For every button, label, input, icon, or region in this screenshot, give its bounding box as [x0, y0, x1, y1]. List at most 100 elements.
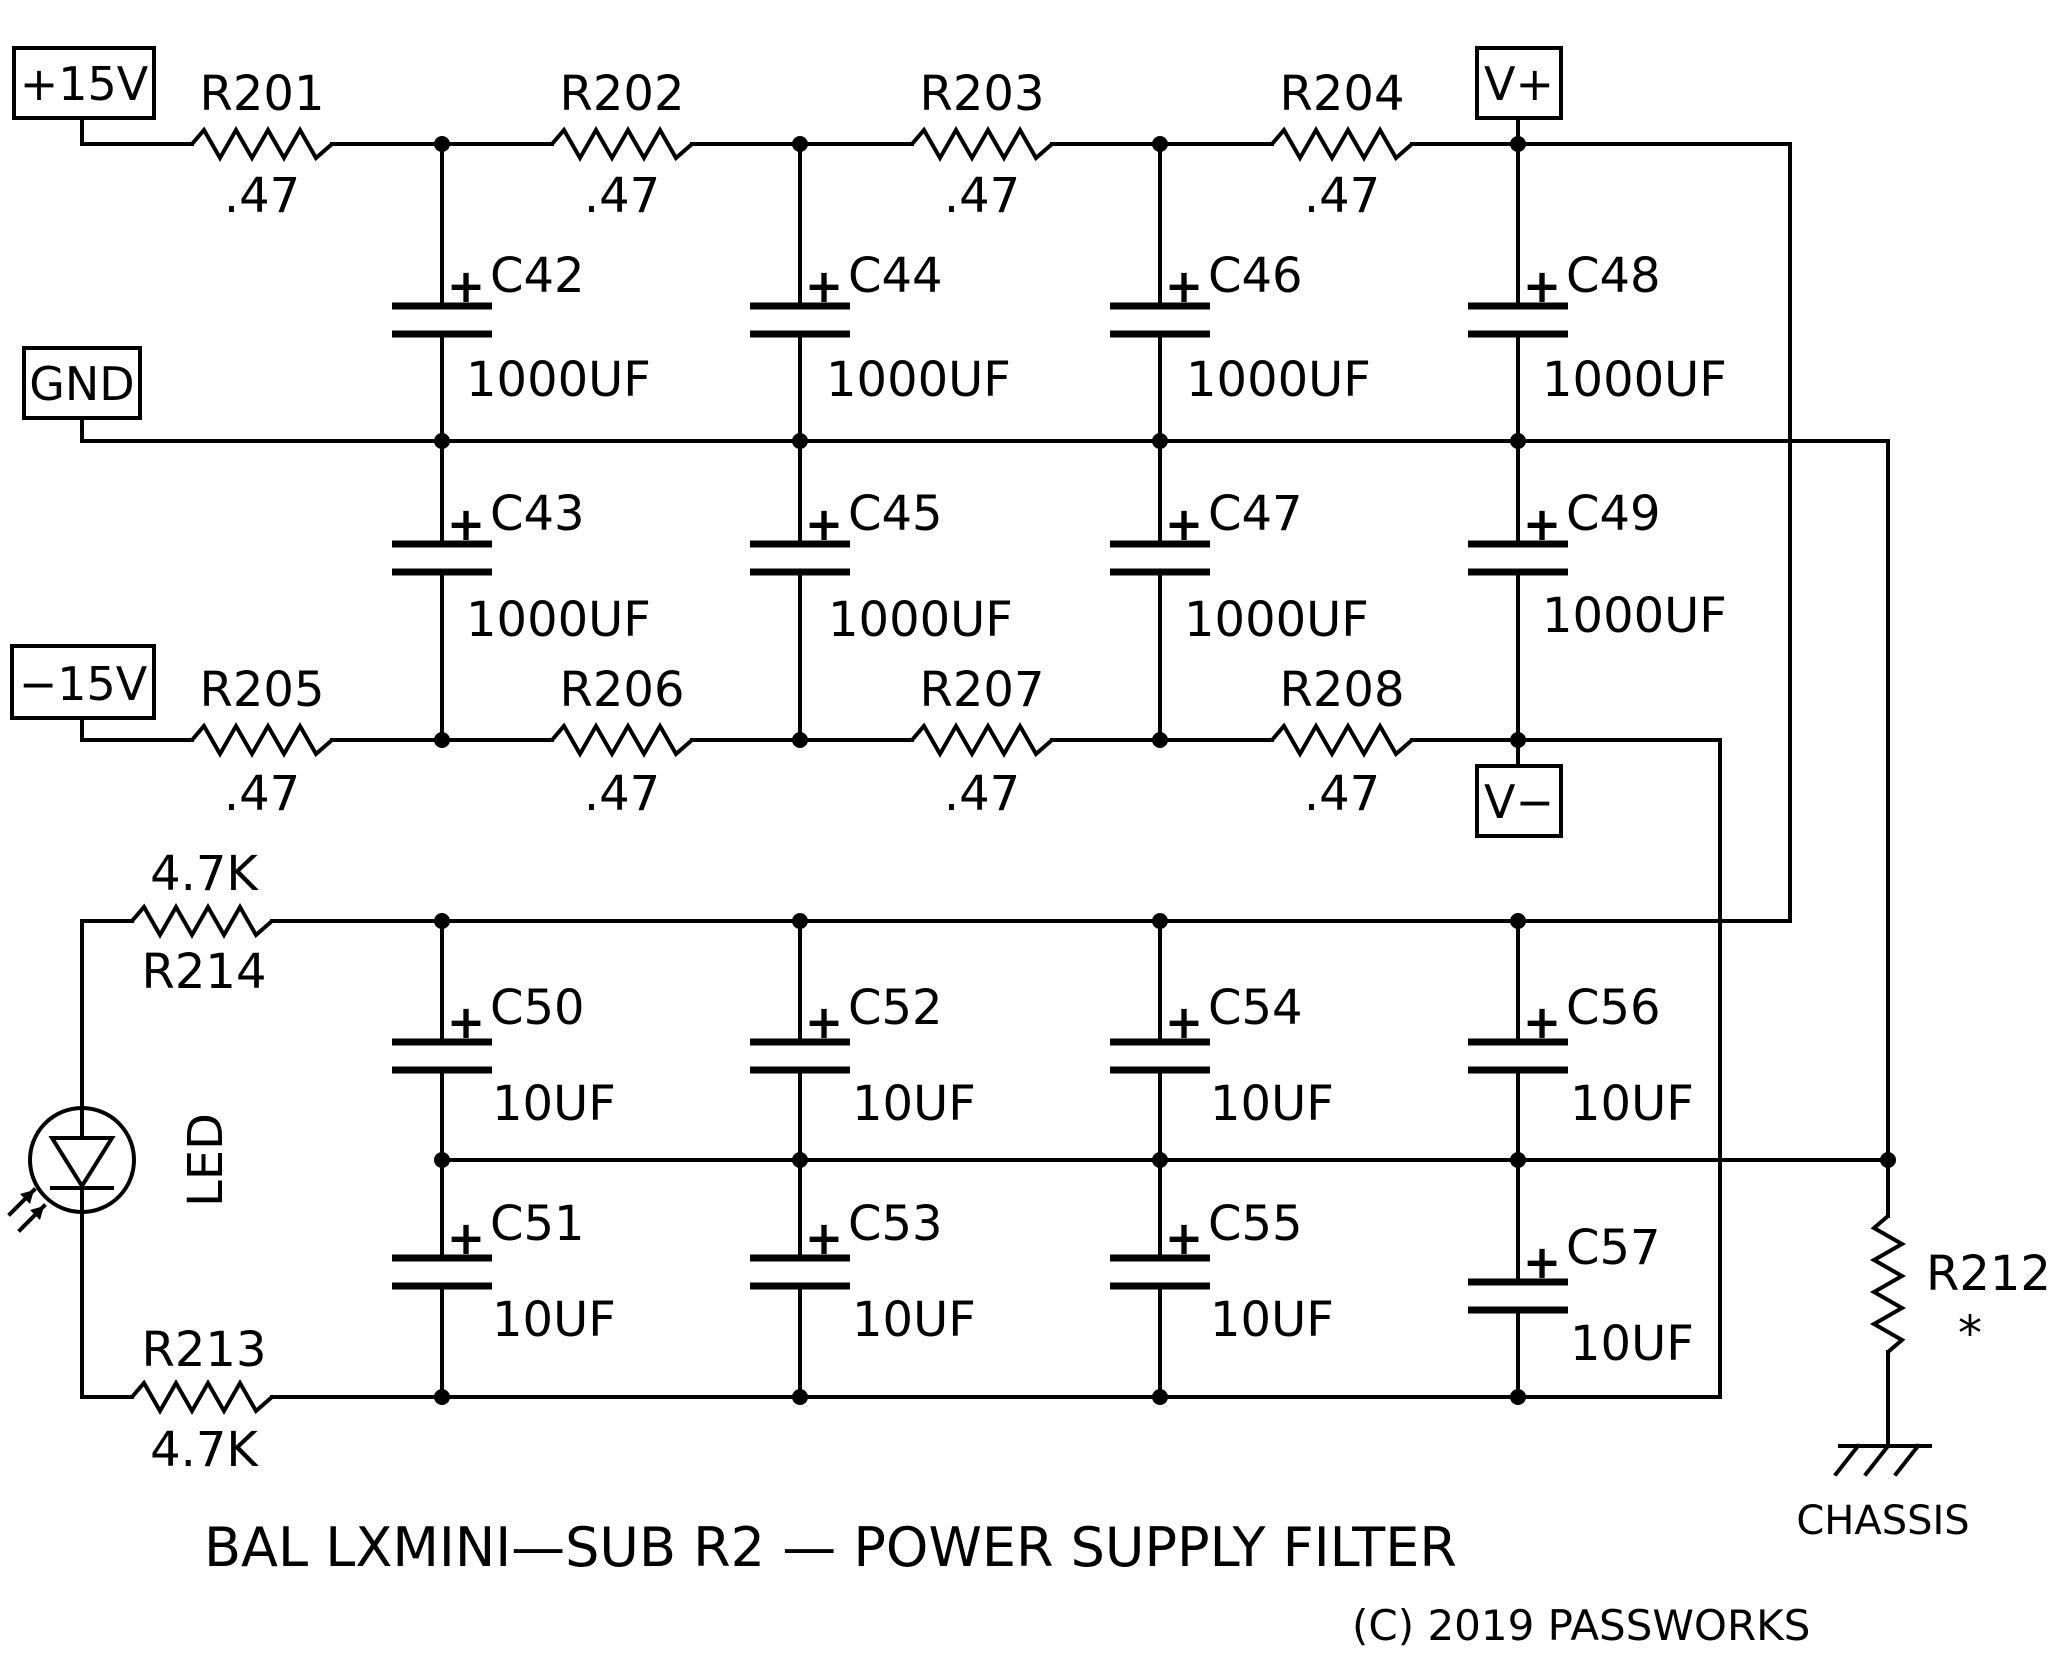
capacitor-c56: [1468, 1038, 1568, 1074]
c57-name: C57: [1566, 1220, 1661, 1276]
c57-value: 10UF: [1570, 1316, 1694, 1372]
capacitor-c46: [1110, 302, 1210, 338]
r212-value: *: [1958, 1306, 1982, 1362]
port-vminus: V−: [1475, 764, 1563, 838]
wires: [80, 116, 1890, 1448]
r206-name: R206: [560, 662, 685, 718]
resistor-r203: [910, 125, 1054, 163]
port-label: +15V: [20, 57, 149, 111]
c55-plus: +: [1165, 1211, 1204, 1265]
capacitor-c44: [750, 302, 850, 338]
c48-name: C48: [1566, 248, 1661, 304]
capacitor-c48: [1468, 302, 1568, 338]
capacitor-c57: [1468, 1278, 1568, 1314]
port-vplus: V+: [1475, 46, 1563, 120]
c46-value: 1000UF: [1186, 352, 1371, 408]
resistor-r208: [1270, 721, 1414, 759]
c47-plus: +: [1165, 497, 1204, 551]
c43-name: C43: [490, 486, 585, 542]
r214-value: 4.7K: [150, 846, 259, 902]
chassis-ground-icon: [1833, 1443, 1932, 1477]
capacitor-c54: [1110, 1038, 1210, 1074]
r208-value: .47: [1304, 766, 1380, 822]
c57-plus: +: [1523, 1235, 1562, 1289]
r207-name: R207: [920, 662, 1045, 718]
capacitor-c47: [1110, 540, 1210, 576]
c42-plus: +: [447, 259, 486, 313]
diagram-title: BAL LXMINI—SUB R2 — POWER SUPPLY FILTER: [204, 1516, 1457, 1579]
resistor-r212: [1869, 1214, 1907, 1354]
capacitor-c50: [392, 1038, 492, 1074]
capacitor-c52: [750, 1038, 850, 1074]
c45-plus: +: [805, 497, 844, 551]
resistor-r214: [130, 902, 274, 940]
c55-value: 10UF: [1210, 1292, 1334, 1348]
c43-value: 1000UF: [466, 592, 651, 648]
c50-name: C50: [490, 980, 585, 1036]
c52-plus: +: [805, 995, 844, 1049]
resistor-symbols: [130, 125, 1907, 1416]
c47-name: C47: [1208, 486, 1303, 542]
c50-value: 10UF: [492, 1076, 616, 1132]
c54-plus: +: [1165, 995, 1204, 1049]
c45-name: C45: [848, 486, 943, 542]
port-label: V−: [1484, 775, 1554, 829]
c56-name: C56: [1566, 980, 1661, 1036]
c51-value: 10UF: [492, 1292, 616, 1348]
c51-plus: +: [447, 1211, 486, 1265]
copyright-notice: (C) 2019 PASSWORKS: [1352, 1601, 1810, 1650]
c44-plus: +: [805, 259, 844, 313]
c54-name: C54: [1208, 980, 1303, 1036]
capacitor-c43: [392, 540, 492, 576]
port-label: −15V: [19, 657, 148, 711]
led-symbol: [7, 1104, 136, 1233]
r206-value: .47: [584, 766, 660, 822]
junction-dots: [434, 136, 1896, 1405]
port-label: GND: [29, 357, 134, 411]
c52-name: C52: [848, 980, 943, 1036]
c46-plus: +: [1165, 259, 1204, 313]
c49-name: C49: [1566, 486, 1661, 542]
resistor-r205: [190, 721, 334, 759]
c53-value: 10UF: [852, 1292, 976, 1348]
capacitor-c45: [750, 540, 850, 576]
capacitor-c55: [1110, 1254, 1210, 1290]
c52-value: 10UF: [852, 1076, 976, 1132]
chassis-label: CHASSIS: [1796, 1498, 1969, 1544]
port-label: V+: [1484, 57, 1554, 111]
r207-value: .47: [944, 766, 1020, 822]
r214-name: R214: [142, 944, 267, 1000]
r201-name: R201: [200, 66, 325, 122]
c42-value: 1000UF: [466, 352, 651, 408]
c53-name: C53: [848, 1196, 943, 1252]
r203-name: R203: [920, 66, 1045, 122]
c53-plus: +: [805, 1211, 844, 1265]
port-minus-15v: −15V: [10, 644, 156, 720]
r204-value: .47: [1304, 168, 1380, 224]
resistor-r213: [130, 1378, 274, 1416]
c43-plus: +: [447, 497, 486, 551]
r202-name: R202: [560, 66, 685, 122]
resistor-r204: [1270, 125, 1414, 163]
c44-value: 1000UF: [826, 352, 1011, 408]
r208-name: R208: [1280, 662, 1405, 718]
resistor-r207: [910, 721, 1054, 759]
c49-value: 1000UF: [1542, 588, 1727, 644]
c55-name: C55: [1208, 1196, 1303, 1252]
capacitor-c49: [1468, 540, 1568, 576]
c46-name: C46: [1208, 248, 1303, 304]
c54-value: 10UF: [1210, 1076, 1334, 1132]
r204-name: R204: [1280, 66, 1405, 122]
c45-value: 1000UF: [828, 592, 1013, 648]
capacitor-c42: [392, 302, 492, 338]
c56-plus: +: [1523, 995, 1562, 1049]
c49-plus: +: [1523, 497, 1562, 551]
r205-value: .47: [224, 766, 300, 822]
r213-value: 4.7K: [150, 1422, 259, 1478]
resistor-r206: [550, 721, 694, 759]
c42-name: C42: [490, 248, 585, 304]
r203-value: .47: [944, 168, 1020, 224]
capacitor-labels: + C42 1000UF + C44 1000UF + C46 1000UF +…: [447, 248, 1727, 1372]
resistor-r201: [190, 125, 334, 163]
resistor-labels: R201 .47 R202 .47 R203 .47 R204 .47 R205…: [142, 66, 2048, 1478]
